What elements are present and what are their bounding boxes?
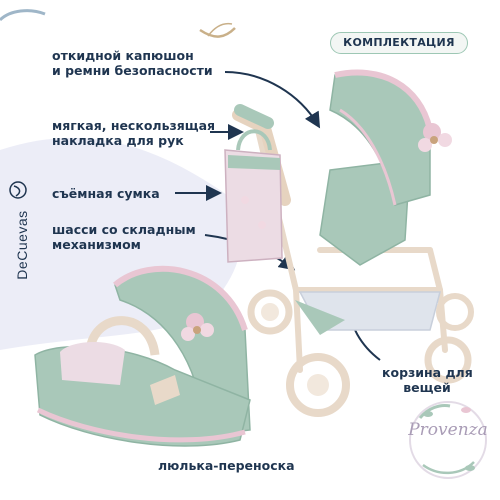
label-carrycot: люлька-переноска — [158, 458, 295, 473]
label-carrycot-line1: люлька-переноска — [158, 458, 295, 473]
brand-name: DeCuevas — [14, 210, 30, 280]
label-hood-line2: и ремни безопасности — [52, 63, 213, 78]
arrow-hood — [224, 71, 321, 129]
hood-bow — [418, 123, 452, 152]
label-chassis: шасси со складным механизмом — [52, 222, 196, 252]
stroller-wheels — [247, 289, 474, 417]
carrycot-handle — [85, 316, 160, 356]
label-bag-line1: съёмная сумка — [52, 186, 160, 201]
brand-logo-icon — [9, 181, 27, 199]
label-handle-line2: накладка для рук — [52, 133, 184, 148]
kit-badge: КОМПЛЕКТАЦИЯ — [330, 32, 468, 54]
label-chassis-line2: механизмом — [52, 237, 141, 252]
label-basket-line1: корзина для — [382, 365, 473, 380]
label-handle-line1: мягкая, нескользящая — [52, 118, 216, 133]
label-basket: корзина для вещей — [382, 365, 473, 395]
label-handle: мягкая, нескользящая накладка для рук — [52, 118, 215, 148]
label-chassis-line1: шасси со складным — [52, 222, 196, 237]
collection-seal-icon — [409, 401, 487, 479]
removable-bag — [224, 149, 283, 263]
carrycot-bow — [181, 313, 214, 341]
label-hood: откидной капюшон и ремни безопасности — [52, 48, 213, 78]
label-bag: съёмная сумка — [52, 186, 160, 201]
label-basket-line2: вещей — [403, 380, 451, 395]
label-hood-line1: откидной капюшон — [52, 48, 194, 63]
carrycot-side-handle — [150, 375, 180, 405]
collection-name: Provenza — [408, 420, 488, 440]
